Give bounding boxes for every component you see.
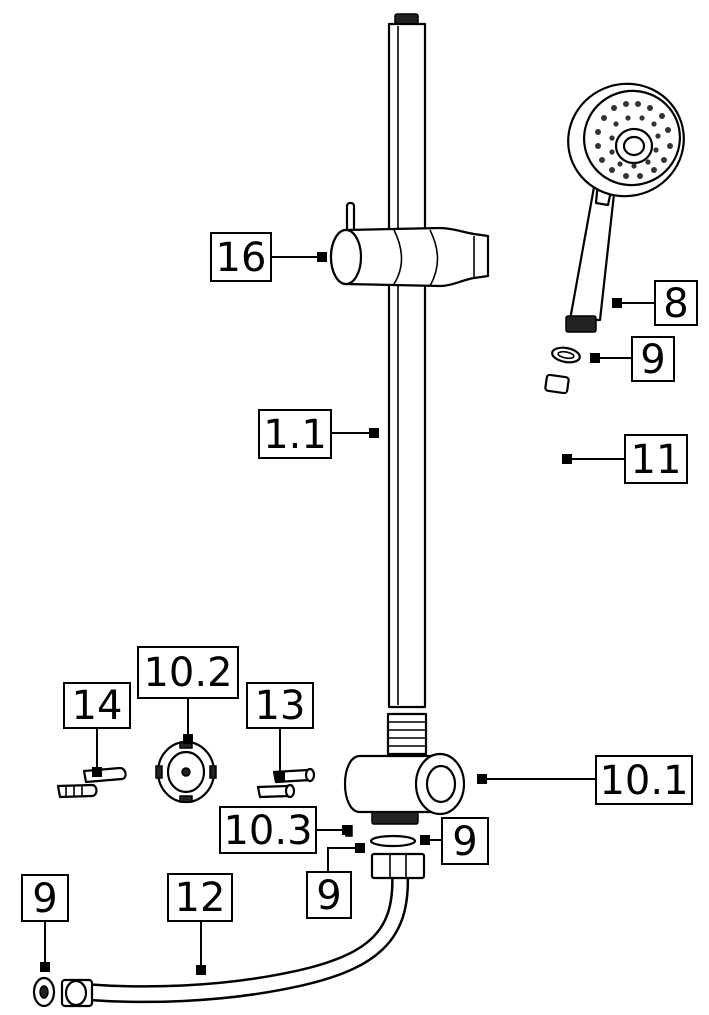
callout-9-right: 9 xyxy=(441,817,489,865)
supply-elbow xyxy=(343,712,466,825)
callout-12-label: 12 xyxy=(175,875,226,921)
callout-16: 16 xyxy=(210,232,272,282)
slider-bracket xyxy=(329,201,490,288)
callout-14-label: 14 xyxy=(72,683,123,729)
callout-10-2-label: 10.2 xyxy=(143,650,232,696)
callout-8: 8 xyxy=(654,280,698,327)
callout-9-top-label: 9 xyxy=(640,337,665,383)
shower-hose xyxy=(384,373,570,976)
callout-9-right-label: 9 xyxy=(452,819,477,865)
washer-hose-end xyxy=(32,976,56,1008)
washer-under-elbow xyxy=(369,834,417,848)
callout-9-top: 9 xyxy=(631,336,675,383)
callout-1-1: 1.1 xyxy=(258,409,332,459)
riser-rail xyxy=(387,13,427,709)
callout-11-label: 11 xyxy=(631,437,682,483)
callout-leaders xyxy=(40,252,655,975)
callout-10-1-label: 10.1 xyxy=(599,758,688,804)
callout-12: 12 xyxy=(167,873,233,922)
callout-1-1-label: 1.1 xyxy=(263,412,327,458)
callout-14: 14 xyxy=(63,682,131,729)
callout-10-2: 10.2 xyxy=(137,646,239,699)
wall-plugs xyxy=(56,766,127,799)
callout-10-3-label: 10.3 xyxy=(223,808,312,854)
callout-13-label: 13 xyxy=(255,683,306,729)
callout-9-mid-label: 9 xyxy=(316,873,341,919)
callout-9-left-label: 9 xyxy=(32,876,57,922)
spray-nozzles xyxy=(595,101,673,179)
supply-hose xyxy=(60,852,426,1008)
hand-shower xyxy=(565,82,685,333)
callout-10-1: 10.1 xyxy=(595,755,693,805)
callout-11: 11 xyxy=(624,434,688,484)
washer-top xyxy=(551,346,581,364)
callout-10-3: 10.3 xyxy=(219,806,317,854)
callout-8-label: 8 xyxy=(663,281,688,327)
callout-16-label: 16 xyxy=(216,235,267,281)
callout-9-left: 9 xyxy=(21,874,69,922)
callout-13: 13 xyxy=(246,682,314,729)
wall-bracket xyxy=(155,740,217,804)
callout-9-mid: 9 xyxy=(306,871,352,919)
screws xyxy=(256,767,316,799)
